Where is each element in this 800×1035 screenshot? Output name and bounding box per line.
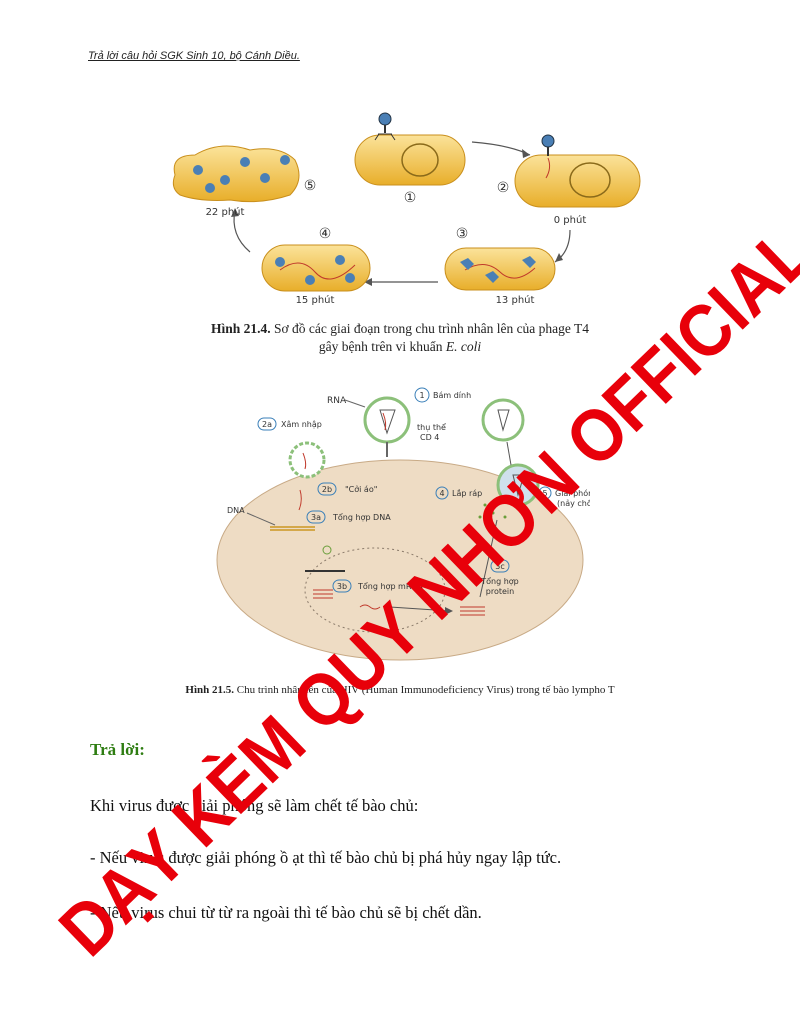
nucleus (304, 547, 446, 633)
page-header: Trả lời câu hỏi SGK Sinh 10, bộ Cánh Diề… (88, 50, 300, 62)
time-15-label: 15 phút (296, 294, 335, 306)
time-22-label: 22 phút (206, 206, 245, 218)
caption-label: Hình 21.4. (210, 321, 271, 336)
step-2b-label: "Cởi áo" (345, 484, 377, 494)
stage-2-number: ② (497, 180, 510, 196)
answer-line: - Nếu virus được giải phóng ồ ạt thì tế … (90, 848, 562, 867)
hiv-virion-icon (496, 463, 540, 507)
cell-stage-5 (172, 145, 300, 203)
phage-icon (541, 134, 555, 179)
answer-line: - Nếu virus chui từ từ ra ngoài thì tế b… (90, 903, 482, 922)
time-0-label: 0 phút (554, 214, 587, 226)
step-3a-label: Tổng hợp DNA (332, 512, 391, 522)
step-badge: 2b (322, 485, 332, 494)
step-badge: 5 (542, 489, 547, 498)
stage-5-number: ⑤ (304, 178, 317, 194)
step-4-label: Lắp ráp (452, 488, 482, 498)
arrow (471, 141, 531, 156)
cell-stage-1 (354, 112, 466, 186)
step-3b-label: Tổng hợp mRNA (357, 581, 423, 591)
dna-label: DNA (227, 506, 245, 515)
caption-line: gây bệnh trên vi khuẩn (318, 339, 443, 354)
caption-line: Sơ đồ các giai đoạn trong chu trình nhân… (273, 321, 590, 336)
answer-line: Khi virus được giải phóng sẽ làm chết tế… (90, 796, 419, 815)
step-badge: 2a (262, 420, 272, 429)
host-cell (216, 459, 584, 661)
stage-4-number: ④ (319, 226, 332, 242)
phage-icon (374, 112, 396, 141)
cell-stage-2 (514, 134, 641, 208)
step-3c-label: protein (486, 587, 514, 596)
stage-3-number: ③ (456, 226, 469, 242)
caption-text: Chu trình nhân lên của HIV (Human Immuno… (236, 684, 615, 696)
figure-21-4-caption: Hình 21.4. Sơ đồ các giai đoạn trong chu… (0, 320, 800, 356)
figure-21-5-caption: Hình 21.5. Chu trình nhân lên của HIV (H… (0, 684, 800, 696)
stage-1-number: ① (404, 190, 417, 206)
phage-cycle-figure: ① ② 0 phút ③ 13 phút ④ 15 phút (172, 112, 641, 306)
step-3c-label: Tổng hợp (480, 576, 519, 586)
cell-stage-4 (261, 244, 371, 292)
hiv-virion-icon (288, 441, 326, 479)
step-badge: 4 (439, 489, 444, 498)
step-1-label: Bám dính (433, 391, 471, 400)
receptor-label: thụ thể (417, 422, 446, 433)
step-2a-label: Xâm nhập (281, 420, 322, 430)
caption-species: E. coli (445, 339, 482, 354)
step-badge: 3b (337, 582, 347, 591)
hiv-virion-icon (363, 396, 411, 457)
hiv-virion-icon (481, 398, 525, 442)
step-badge: 3c (495, 562, 505, 571)
rna-label: RNA (327, 396, 347, 406)
step-badge: 1 (419, 391, 424, 400)
cell-stage-3 (444, 247, 556, 291)
receptor-label: CD 4 (420, 433, 439, 442)
step-5-label: (nảy chồi) (557, 498, 590, 508)
step-badge: 3a (311, 513, 321, 522)
hiv-cycle-figure: RNA 1 Bám dính thụ thể CD 4 2a Xâm nhập … (216, 387, 590, 661)
answer-heading: Trả lời: (90, 740, 145, 759)
time-13-label: 13 phút (496, 294, 535, 306)
caption-label: Hình 21.5. (185, 684, 234, 696)
step-5-label: Giải phóng (555, 488, 590, 498)
protein-dots (478, 501, 507, 525)
